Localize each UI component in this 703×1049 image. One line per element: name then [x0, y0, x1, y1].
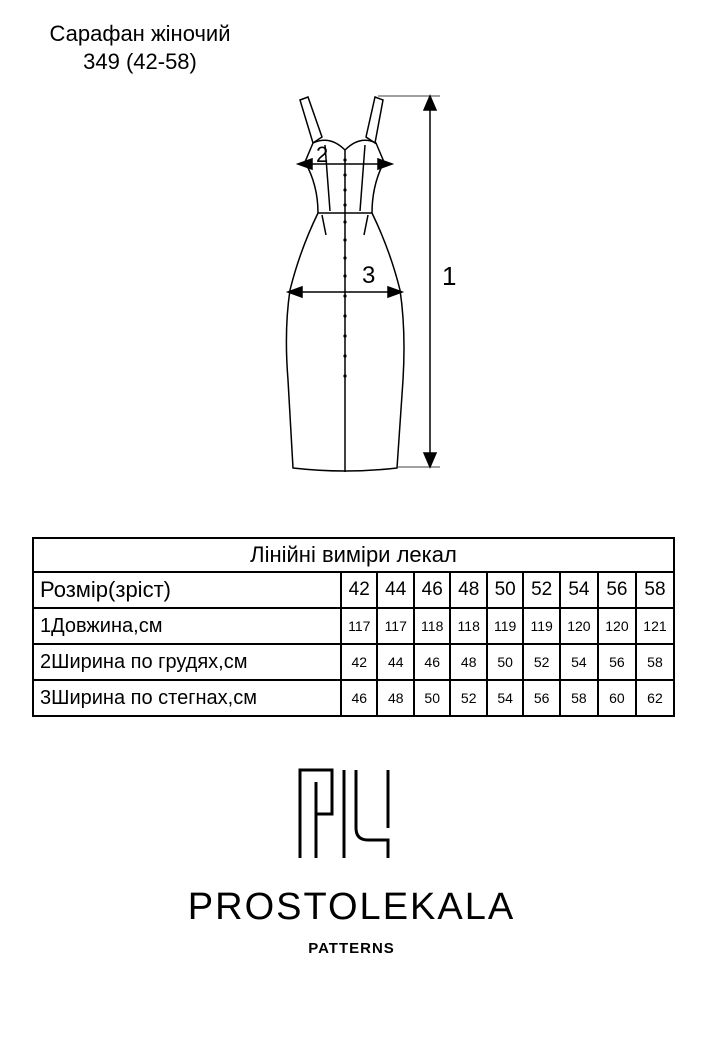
value-cell: 119 — [522, 607, 561, 645]
size-label: Розмір(зріст) — [32, 571, 342, 609]
value-cell: 46 — [412, 643, 452, 681]
brand-logo-icon — [298, 768, 390, 858]
dim-label-1: 1 — [442, 261, 456, 291]
size-cell: 42 — [339, 571, 379, 609]
value-cell: 58 — [634, 643, 676, 681]
value-cell: 56 — [596, 643, 637, 681]
dim-label-3: 3 — [362, 262, 375, 289]
value-cell: 48 — [449, 643, 488, 681]
size-cell: 50 — [485, 571, 525, 609]
value-cell: 54 — [558, 643, 599, 681]
row-label: 2Ширина по грудях,см — [32, 643, 342, 681]
size-cell: 46 — [412, 571, 452, 609]
brand-name: PROSTOLEKALA — [187, 886, 516, 928]
size-cell: 44 — [376, 571, 415, 609]
dress-outline — [285, 95, 405, 472]
product-code: 349 (42-58) — [83, 49, 197, 74]
value-cell: 46 — [339, 679, 379, 717]
size-cell: 58 — [634, 571, 676, 609]
value-cell: 58 — [558, 679, 599, 717]
brand-subtitle: PATTERNS — [308, 940, 395, 957]
product-name: Сарафан жіночий — [49, 21, 231, 46]
value-cell: 119 — [485, 607, 525, 645]
length-dimension — [378, 94, 440, 469]
table-caption: Лінійні виміри лекал — [32, 537, 675, 573]
value-cell: 120 — [558, 607, 599, 645]
dim-label-2: 2 — [316, 142, 328, 167]
buttons — [343, 158, 347, 378]
value-cell: 42 — [339, 643, 379, 681]
table-row-sizes: Розмір(зріст) 42 44 46 48 50 52 54 56 58 — [32, 571, 676, 609]
value-cell: 44 — [376, 643, 415, 681]
hip-dimension — [285, 285, 405, 299]
value-cell: 54 — [485, 679, 525, 717]
value-cell: 52 — [522, 643, 561, 681]
value-cell: 60 — [596, 679, 637, 717]
value-cell: 120 — [596, 607, 637, 645]
size-cell: 56 — [596, 571, 637, 609]
measurements-table: Лінійні виміри лекал Розмір(зріст) 42 44… — [32, 537, 676, 717]
bust-dimension — [295, 157, 395, 171]
value-cell: 56 — [522, 679, 561, 717]
value-cell: 117 — [339, 607, 379, 645]
value-cell: 118 — [412, 607, 452, 645]
value-cell: 117 — [376, 607, 415, 645]
value-cell: 121 — [634, 607, 676, 645]
table-row: 1Довжина,см 117 117 118 118 119 119 120 … — [32, 607, 676, 645]
value-cell: 118 — [449, 607, 488, 645]
row-label: 1Довжина,см — [32, 607, 342, 645]
value-cell: 48 — [376, 679, 415, 717]
value-cell: 50 — [485, 643, 525, 681]
value-cell: 50 — [412, 679, 452, 717]
size-cell: 52 — [522, 571, 561, 609]
table-row: 3Ширина по стегнах,см 46 48 50 52 54 56 … — [32, 679, 676, 717]
value-cell: 62 — [634, 679, 676, 717]
size-cell: 54 — [558, 571, 599, 609]
product-title: Сарафан жіночий 349 (42-58) — [0, 20, 280, 76]
size-cell: 48 — [449, 571, 488, 609]
row-label: 3Ширина по стегнах,см — [32, 679, 342, 717]
dress-sketch: 1 2 3 — [285, 94, 456, 472]
table-row: 2Ширина по грудях,см 42 44 46 48 50 52 5… — [32, 643, 676, 681]
value-cell: 52 — [449, 679, 488, 717]
